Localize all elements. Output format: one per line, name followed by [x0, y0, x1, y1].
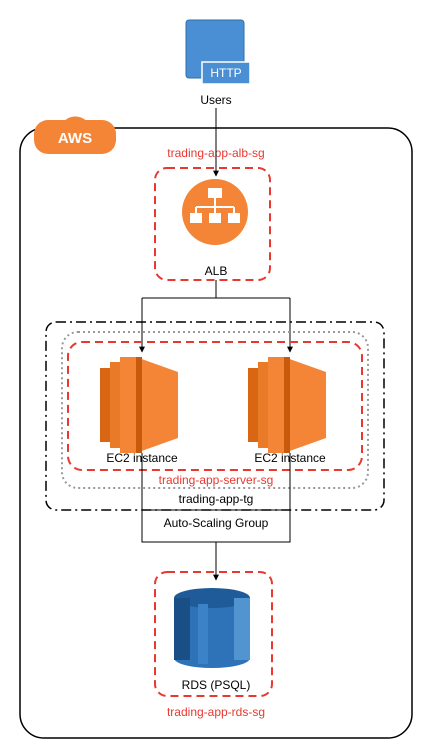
rds-security-group-label: trading-app-rds-sg — [167, 705, 265, 719]
http-badge: HTTP — [210, 66, 241, 80]
alb-label: ALB — [205, 264, 228, 278]
ec2-icon — [100, 357, 178, 453]
database-icon — [174, 588, 250, 668]
server-security-group-box — [67, 341, 363, 471]
ec2-icon — [248, 357, 326, 453]
target-group-box — [61, 331, 369, 489]
target-group-label: trading-app-tg — [179, 492, 254, 506]
http-user-icon: HTTP — [185, 19, 251, 85]
load-balancer-icon — [182, 179, 248, 245]
server-security-group-label: trading-app-server-sg — [159, 473, 274, 487]
aws-cloud-icon: AWS — [34, 116, 116, 154]
rds-security-group-box — [154, 571, 273, 697]
aws-badge: AWS — [58, 130, 92, 147]
alb-security-group-box — [154, 167, 271, 281]
auto-scaling-group-box — [45, 321, 385, 511]
rds-label: RDS (PSQL) — [182, 678, 251, 692]
users-label: Users — [200, 93, 231, 107]
auto-scaling-group-label: Auto-Scaling Group — [164, 516, 269, 530]
